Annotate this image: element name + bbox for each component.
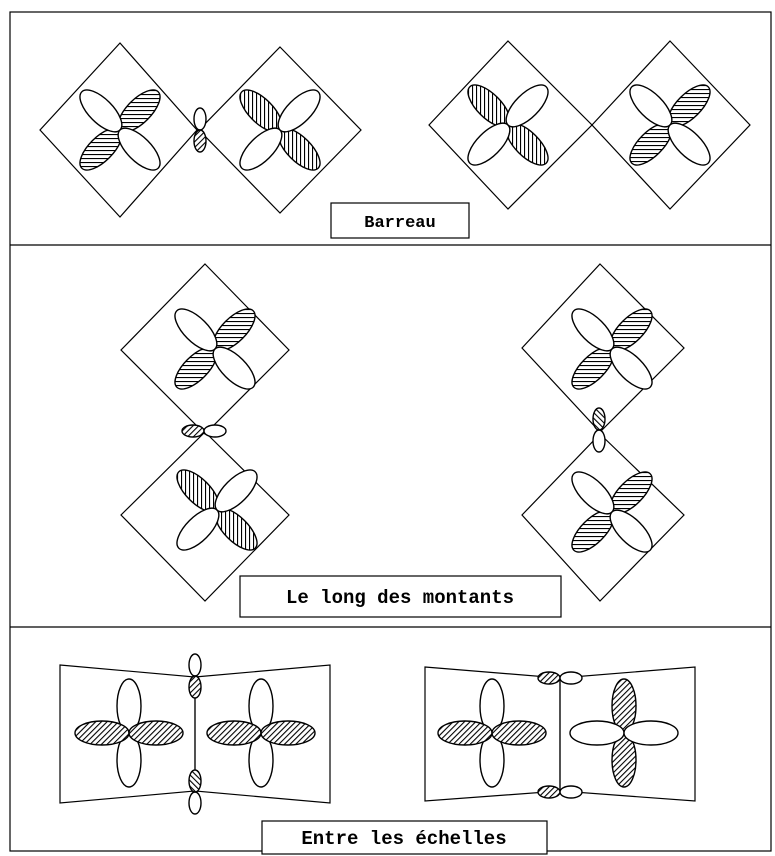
d-orbital (437, 678, 547, 788)
p-orbital-bridge (193, 107, 207, 153)
octahedron-square (120, 431, 290, 602)
panel-label: Entre les échelles (301, 828, 506, 850)
d-orbital (202, 52, 358, 208)
p-orbital-bridge (592, 407, 606, 453)
d-orbital (137, 271, 293, 427)
d-orbital (534, 434, 690, 590)
panel-label: Barreau (364, 214, 435, 233)
octahedron-square (591, 40, 751, 210)
panel-montants: Le long des montants (120, 263, 690, 618)
p-orbital-bridge (188, 653, 202, 699)
d-orbital (569, 678, 679, 788)
d-orbital (592, 47, 748, 203)
octahedron-square (428, 40, 593, 210)
trapezoid-block (559, 666, 696, 802)
panel-label-box (261, 820, 548, 855)
panel-label-box (239, 575, 562, 618)
trapezoid-block (194, 664, 331, 804)
octahedron-square (198, 46, 362, 214)
panel-label-box (330, 202, 470, 239)
d-orbital (534, 271, 690, 427)
d-orbital (206, 678, 316, 788)
panel-barreau: Barreau (39, 40, 751, 239)
d-orbital (42, 52, 198, 208)
d-orbital (139, 432, 295, 588)
d-orbital (430, 47, 586, 203)
octahedron-square (39, 42, 198, 218)
octahedron-square (521, 433, 685, 602)
d-orbital (74, 678, 184, 788)
panel-echelles: Entre les échelles (59, 653, 696, 855)
panel-label: Le long des montants (286, 587, 514, 609)
p-orbital-bridge (181, 424, 227, 438)
p-orbital-bridge (188, 769, 202, 815)
